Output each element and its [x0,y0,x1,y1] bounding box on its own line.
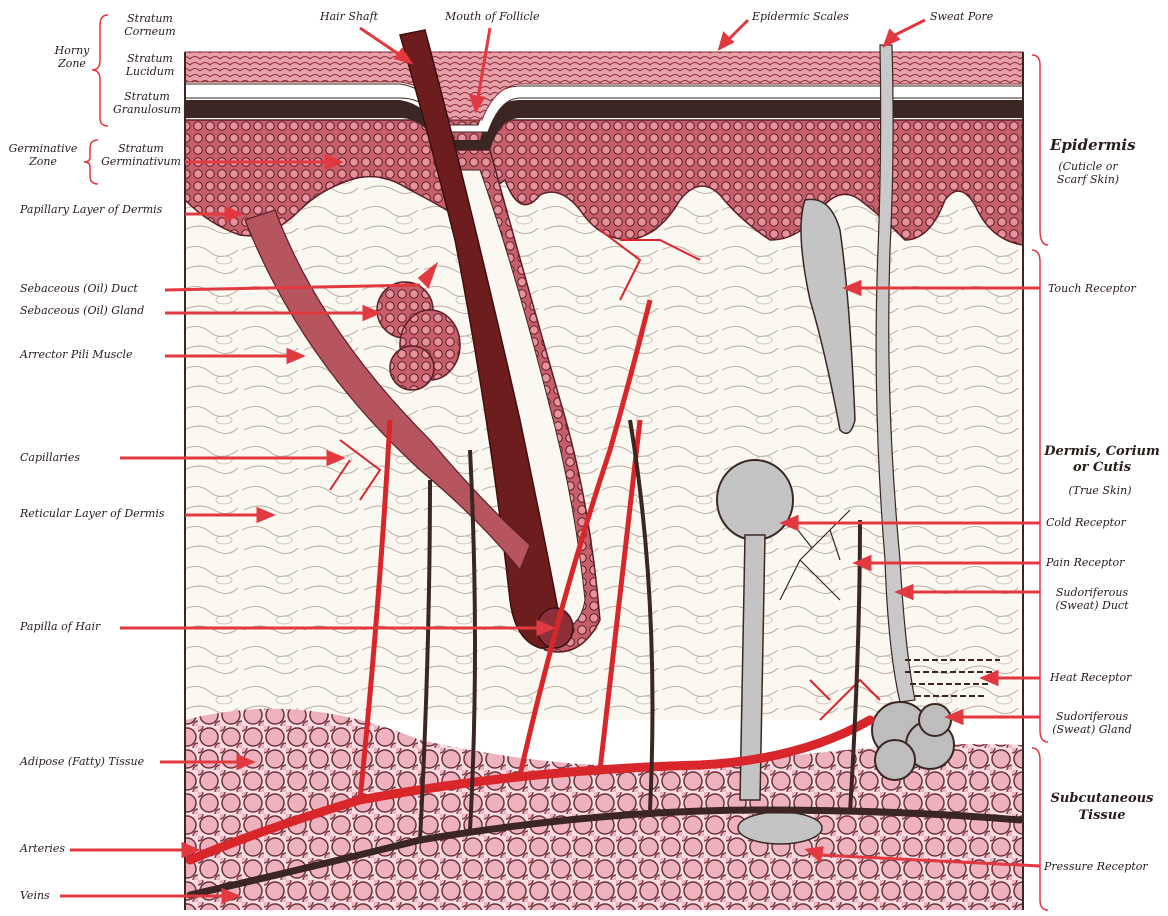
label-sweat-pore: Sweat Pore [930,10,993,23]
label-arteries: Arteries [20,842,65,855]
label-adipose-tissue: Adipose (Fatty) Tissue [20,755,144,768]
dermis-bracket [1032,250,1048,742]
label-germinative-zone: Germinative Zone [4,142,82,168]
pressure-receptor [738,812,822,844]
label-dermis-sub: (True Skin) [1050,484,1150,497]
horny-zone-brace [92,15,108,126]
label-sebaceous-duct: Sebaceous (Oil) Duct [20,282,138,295]
label-papilla-of-hair: Papilla of Hair [20,620,100,633]
label-hair-shaft: Hair Shaft [320,10,378,23]
subcutaneous-bracket [1032,748,1048,910]
label-heat-receptor: Heat Receptor [1050,671,1131,684]
label-reticular-layer: Reticular Layer of Dermis [20,507,165,520]
label-sebaceous-gland: Sebaceous (Oil) Gland [20,304,144,317]
label-sweat-duct: Sudoriferous (Sweat) Duct [1042,586,1142,612]
label-stratum-corneum: Stratum Corneum [118,12,182,38]
label-papillary-layer: Papillary Layer of Dermis [20,203,162,216]
label-subcutaneous: Subcutaneous Tissue [1040,790,1164,824]
label-epidermis-sub: (Cuticle or Scarf Skin) [1042,160,1134,186]
label-pressure-receptor: Pressure Receptor [1044,860,1148,873]
label-stratum-granulosum: Stratum Granulosum [110,90,184,116]
label-capillaries: Capillaries [20,451,80,464]
epidermis-bracket [1032,55,1048,245]
label-veins: Veins [20,889,50,902]
label-pain-receptor: Pain Receptor [1046,556,1124,569]
label-horny-zone: Horny Zone [50,44,94,70]
label-arrector-pili: Arrector Pili Muscle [20,348,133,361]
cold-receptor [717,460,793,540]
label-epidermis: Epidermis [1050,136,1136,154]
label-stratum-germinativum: Stratum Germinativum [96,142,186,168]
label-touch-receptor: Touch Receptor [1048,282,1136,295]
label-stratum-lucidum: Stratum Lucidum [118,52,182,78]
label-dermis: Dermis, Corium or Cutis [1040,444,1164,476]
label-mouth-of-follicle: Mouth of Follicle [445,10,540,23]
label-sweat-gland: Sudoriferous (Sweat) Gland [1042,710,1142,736]
label-cold-receptor: Cold Receptor [1046,516,1126,529]
label-epidermic-scales: Epidermic Scales [752,10,849,23]
